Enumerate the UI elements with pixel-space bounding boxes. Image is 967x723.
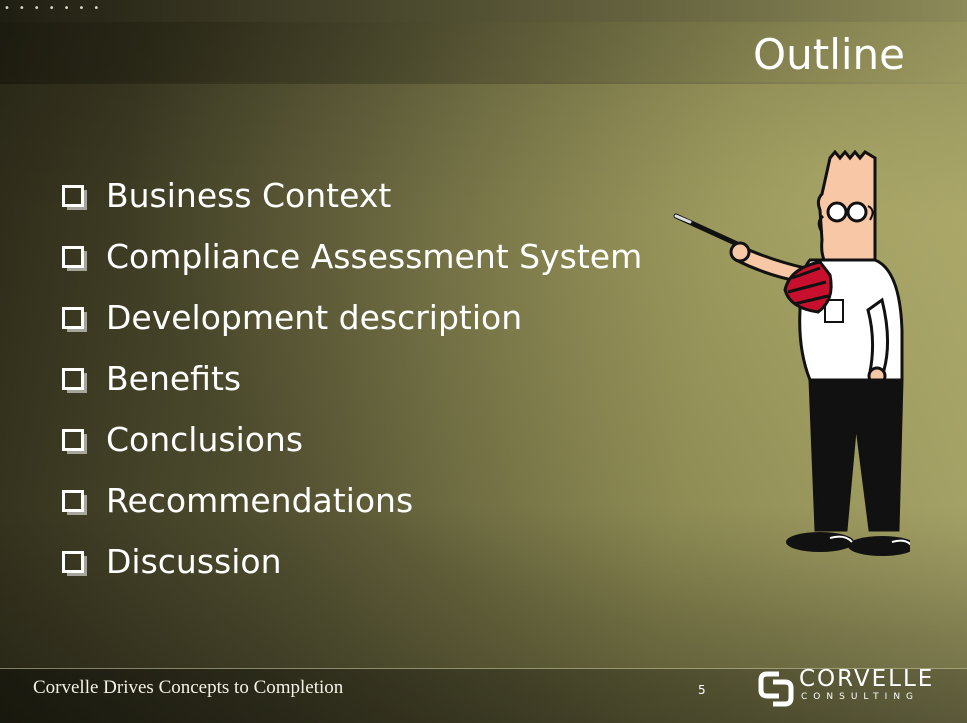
outline-item: Business Context	[60, 176, 642, 237]
logo-wordmark: CORVELLE	[799, 666, 935, 692]
checkbox-icon	[62, 367, 84, 390]
outline-item-label: Discussion	[106, 542, 282, 581]
outline-list: Business Context Compliance Assessment S…	[60, 176, 642, 603]
outline-item-label: Compliance Assessment System	[106, 237, 643, 276]
checkbox-icon	[62, 184, 84, 207]
footer-band	[0, 669, 967, 723]
title-band	[0, 22, 967, 82]
outline-item-label: Development description	[106, 298, 523, 337]
page-number: 5	[698, 683, 706, 697]
footer-divider	[0, 668, 967, 669]
checkbox-icon	[62, 489, 84, 512]
outline-item-label: Benefits	[106, 359, 242, 398]
presenter-with-pointer-illustration	[673, 150, 910, 556]
checkbox-icon	[62, 245, 84, 268]
corvelle-logo: CORVELLE CONSULTING	[757, 666, 932, 708]
logo-subtitle: CONSULTING	[801, 692, 920, 702]
outline-item-label: Recommendations	[106, 481, 414, 520]
footer-tagline: Corvelle Drives Concepts to Completion	[33, 677, 344, 698]
slide-title: Outline	[753, 30, 905, 79]
outline-item: Conclusions	[60, 420, 642, 481]
checkbox-icon	[62, 428, 84, 451]
outline-item: Recommendations	[60, 481, 642, 542]
outline-item: Benefits	[60, 359, 642, 420]
outline-item-label: Business Context	[106, 176, 392, 215]
corvelle-logo-mark-icon	[758, 671, 794, 707]
title-divider	[0, 82, 967, 84]
outline-item-label: Conclusions	[106, 420, 304, 459]
checkbox-icon	[62, 306, 84, 329]
top-bar: •••••••	[0, 0, 967, 22]
outline-item: Compliance Assessment System	[60, 237, 642, 298]
dot-pattern-decoration: •••••••	[4, 3, 109, 14]
outline-item: Discussion	[60, 542, 642, 603]
outline-item: Development description	[60, 298, 642, 359]
checkbox-icon	[62, 550, 84, 573]
